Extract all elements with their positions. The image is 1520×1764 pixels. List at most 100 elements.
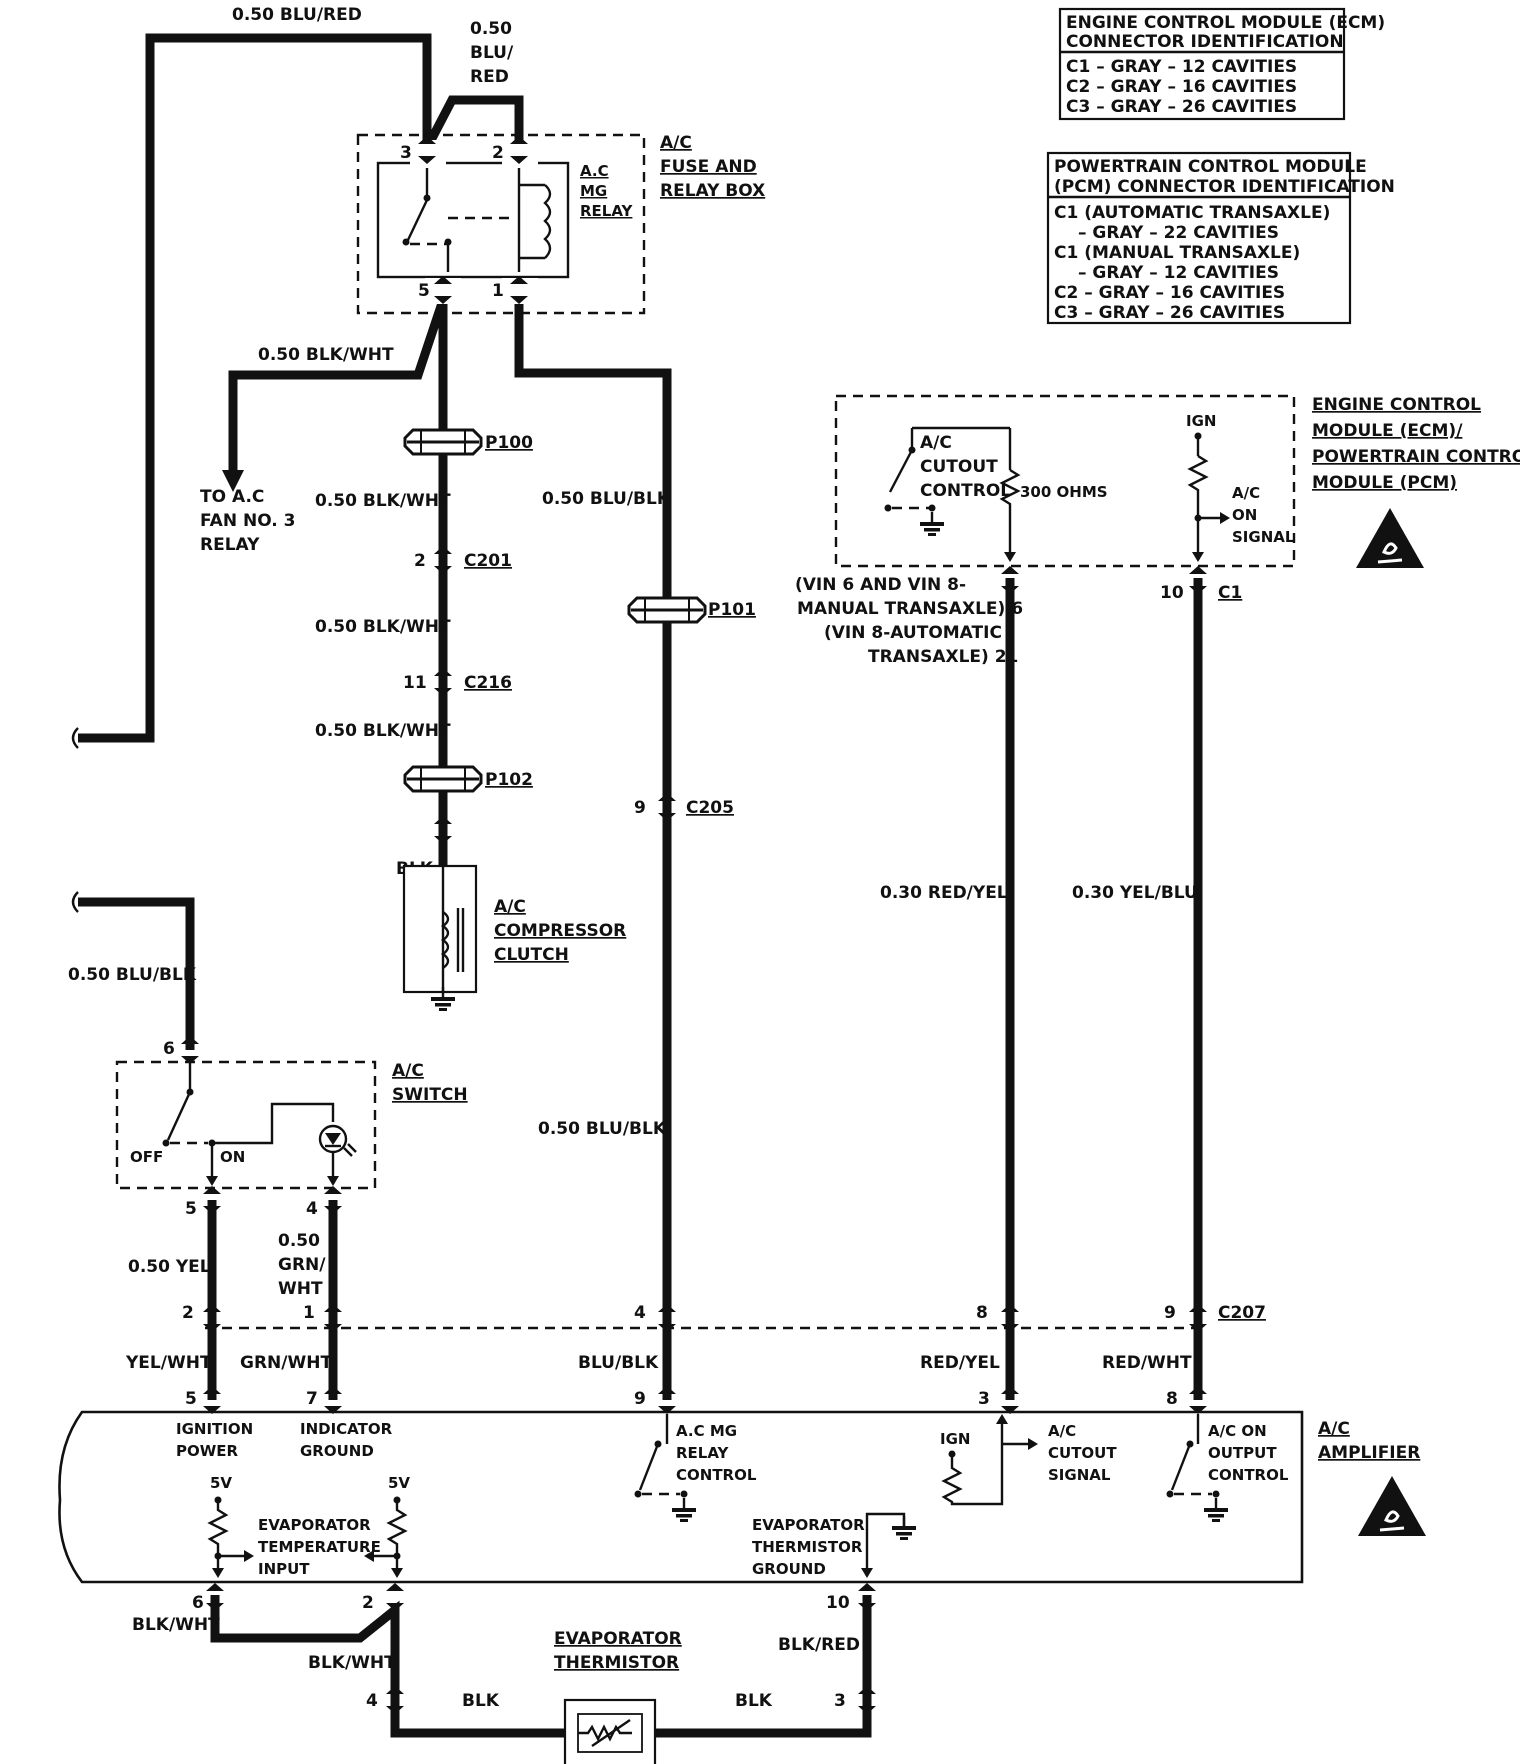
wire-blu-blk-switch — [78, 897, 195, 1050]
fan-dest-label: TO A.C — [200, 487, 264, 507]
relay-pin-1: 1 — [492, 281, 504, 301]
ecm-table-row: C1 – GRAY – 12 CAVITIES — [1066, 57, 1297, 77]
wire-blu-red-right — [423, 95, 524, 151]
switch-pin-6: 6 — [163, 1039, 175, 1059]
therm-pin-4: 4 — [366, 1691, 378, 1711]
wire-label: 0.50 — [278, 1231, 320, 1251]
wire-label: 0.30 RED/YEL — [880, 883, 1008, 903]
amp-pin-10: 10 — [826, 1593, 850, 1613]
relay-name-line: MG — [580, 182, 607, 200]
wire-label: YEL/WHT — [125, 1353, 212, 1373]
c216-label: C216 — [464, 673, 512, 693]
pcm-table-title: POWERTRAIN CONTROL MODULE — [1054, 157, 1367, 177]
wire-label: BLU/BLK — [578, 1353, 659, 1373]
fuse-relay-box: 3 2 5 1 A.C MG RELAY — [356, 133, 646, 315]
pcm-table-row: C2 – GRAY – 16 CAVITIES — [1054, 283, 1285, 303]
wire-break-mark — [71, 891, 79, 913]
relay-name-line: RELAY — [580, 202, 634, 220]
wire-label: 0.50 BLK/WHT — [258, 345, 394, 365]
fan-dest-label: RELAY — [200, 535, 260, 555]
compressor-clutch — [402, 864, 478, 1013]
ac-amplifier: 5 7 9 3 8 IGNITION POWER INDICATOR GROUN… — [58, 1386, 1304, 1613]
amp-ignition: IGNITION — [176, 1420, 253, 1438]
vin-note: (VIN 8-AUTOMATIC — [824, 623, 1002, 643]
switch-off: OFF — [130, 1148, 163, 1166]
wire-label: BLU/ — [470, 43, 514, 63]
amp-evap-gnd: GROUND — [752, 1560, 826, 1578]
amp-cutout-signal: CUTOUT — [1048, 1444, 1117, 1462]
amp-indicator: INDICATOR — [300, 1420, 393, 1438]
switch-pin-4: 4 — [306, 1199, 318, 1219]
wire-label: BLK — [735, 1691, 773, 1711]
wire-label: RED — [470, 67, 509, 87]
fan-dest-label: FAN NO. 3 — [200, 511, 295, 531]
amp-mg-relay: A.C MG — [676, 1422, 737, 1440]
esd-warning-icon — [1356, 1474, 1428, 1538]
ecm-label: MODULE (PCM) — [1312, 473, 1457, 493]
wire-label: 0.50 — [470, 19, 512, 39]
wire-label: 0.50 BLU/BLK — [542, 489, 671, 509]
wire-label: 0.30 YEL/BLU — [1072, 883, 1198, 903]
relay-name-line: A.C — [580, 162, 609, 180]
ecm-connector-table: ENGINE CONTROL MODULE (ECM) CONNECTOR ID… — [1058, 7, 1385, 121]
relay-pin-2: 2 — [492, 143, 504, 163]
relay-box-label: A/C — [660, 133, 692, 153]
vin-note: MANUAL TRANSAXLE) 6 — [797, 599, 1023, 619]
wire-label: 0.50 BLU/RED — [232, 5, 362, 25]
amp-indicator: GROUND — [300, 1442, 374, 1460]
amp-pin: 3 — [978, 1389, 990, 1409]
pcm-table-row: C1 (MANUAL TRANSAXLE) — [1054, 243, 1300, 263]
c201-label: C201 — [464, 551, 512, 571]
wire-label: 0.50 BLU/BLK — [538, 1119, 667, 1139]
amp-pin-6: 6 — [192, 1593, 204, 1613]
amp-evap-gnd: EVAPORATOR — [752, 1516, 865, 1534]
ecm-module: A/C CUTOUT CONTROL 300 OHMS IGN A/C ON S… — [834, 394, 1296, 568]
amp-cutout-signal: A/C — [1048, 1422, 1076, 1440]
amp-pin: 5 — [185, 1389, 197, 1409]
wire-blu-blk — [514, 290, 672, 1400]
amp-evap-temp: TEMPERATURE — [258, 1538, 381, 1556]
c205-label: C205 — [686, 798, 734, 818]
pcm-table-subtitle: (PCM) CONNECTOR IDENTIFICATION — [1054, 177, 1395, 197]
wire-label: WHT — [278, 1279, 323, 1299]
thermistor-label: EVAPORATOR — [554, 1629, 682, 1649]
amp-on-output: CONTROL — [1208, 1466, 1289, 1484]
amp-mg-relay: CONTROL — [676, 1466, 757, 1484]
amp-5v: 5V — [388, 1474, 410, 1492]
wire-label: GRN/ — [278, 1255, 326, 1275]
ecm-on-signal: ON — [1232, 506, 1257, 524]
wire-label: 0.50 YEL — [128, 1257, 211, 1277]
ecm-table-subtitle: CONNECTOR IDENTIFICATION — [1066, 32, 1344, 52]
c1-label: C1 — [1218, 583, 1242, 603]
wire-blu-red-left — [78, 33, 432, 743]
relay-box-label: FUSE AND — [660, 157, 757, 177]
p101-label: P101 — [708, 600, 756, 620]
c207-pin: 4 — [634, 1303, 646, 1323]
wire-blk-wht-bottom — [210, 1595, 565, 1738]
wire-label: BLK/RED — [778, 1635, 860, 1655]
wire-label: RED/WHT — [1102, 1353, 1192, 1373]
c201-pin: 2 — [414, 551, 426, 571]
ecm-table-title: ENGINE CONTROL MODULE (ECM) — [1066, 13, 1385, 33]
c205-pin: 9 — [634, 798, 646, 818]
amp-evap-gnd: THERMISTOR — [752, 1538, 863, 1556]
compressor-label: COMPRESSOR — [494, 921, 626, 941]
esd-warning-icon — [1354, 506, 1426, 570]
switch-label: SWITCH — [392, 1085, 468, 1105]
amp-pin: 8 — [1166, 1389, 1178, 1409]
c207-pin: 8 — [976, 1303, 988, 1323]
ecm-label: POWERTRAIN CONTROL — [1312, 447, 1520, 467]
pcm-connector-table: POWERTRAIN CONTROL MODULE (PCM) CONNECTO… — [1046, 151, 1395, 325]
relay-pin-5: 5 — [418, 281, 430, 301]
c207-pin: 1 — [303, 1303, 315, 1323]
p100-label: P100 — [485, 433, 533, 453]
therm-pin-3: 3 — [834, 1691, 846, 1711]
ecm-on-signal: A/C — [1232, 484, 1260, 502]
wire-labels: 0.50 BLU/RED 0.50 BLU/ RED 0.50 BLK/WHT … — [68, 5, 1198, 1711]
ac-switch: 6 OFF ON 5 4 — [115, 1036, 377, 1219]
wire-label: BLK — [462, 1691, 500, 1711]
pcm-table-row: – GRAY – 12 CAVITIES — [1078, 263, 1279, 283]
c1-pin: 10 — [1160, 583, 1184, 603]
relay-pin-3: 3 — [400, 143, 412, 163]
